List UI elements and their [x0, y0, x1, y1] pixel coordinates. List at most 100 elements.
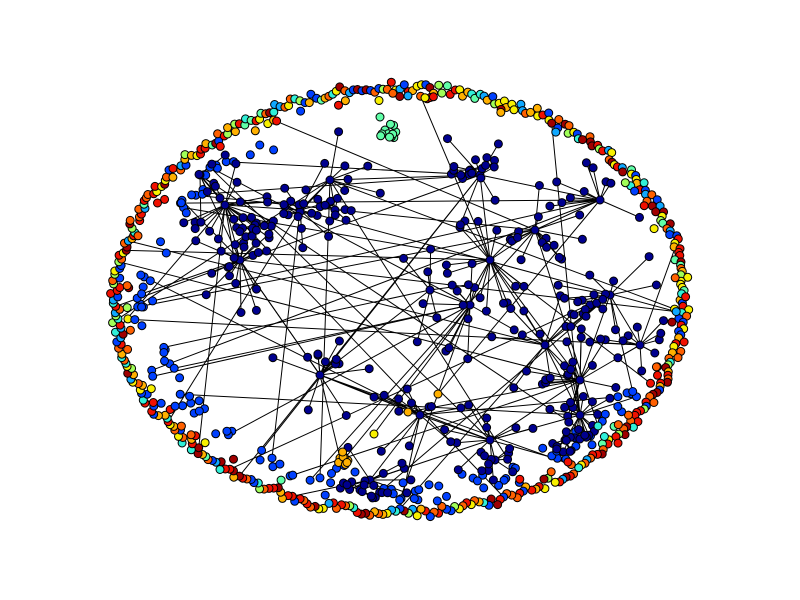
- leaf-node: [369, 429, 379, 439]
- graph-edge: [489, 259, 504, 304]
- leaf-node: [492, 225, 502, 235]
- cluster-node: [376, 131, 386, 141]
- leaf-node: [564, 417, 574, 427]
- leaf-node: [453, 465, 463, 475]
- leaf-node: [441, 260, 451, 270]
- leaf-node: [359, 480, 369, 490]
- leaf-node: [575, 210, 585, 220]
- graph-edge: [609, 294, 641, 346]
- inner-node: [137, 289, 147, 299]
- leaf-node: [280, 183, 290, 193]
- leaf-node: [475, 293, 485, 303]
- leaf-node: [433, 389, 443, 399]
- leaf-node: [565, 193, 575, 203]
- graph-edge: [152, 199, 601, 302]
- rim-node: [156, 398, 166, 408]
- rim-node: [515, 474, 525, 484]
- graph-edge: [544, 326, 567, 346]
- leaf-node: [190, 224, 200, 234]
- hub-node: [325, 175, 335, 185]
- leaf-node: [230, 240, 240, 250]
- leaf-node: [303, 352, 313, 362]
- leaf-node: [202, 187, 212, 197]
- leaf-node: [320, 158, 330, 168]
- inner-node: [145, 276, 155, 286]
- leaf-node: [397, 458, 407, 468]
- leaf-node: [369, 481, 379, 490]
- leaf-node: [650, 348, 660, 358]
- hub-node: [485, 255, 495, 265]
- leaf-node: [334, 127, 344, 137]
- inner-node: [395, 495, 405, 505]
- inner-node: [156, 237, 165, 247]
- rim-node: [630, 186, 640, 196]
- inner-node: [137, 321, 147, 331]
- graph-edge: [292, 479, 371, 497]
- leaf-node: [205, 226, 215, 236]
- leaf-node: [554, 252, 564, 262]
- rim-node: [679, 337, 689, 347]
- graph-edge: [180, 393, 581, 416]
- leaf-node: [609, 276, 619, 286]
- leaf-node: [471, 155, 480, 165]
- leaf-node: [581, 158, 591, 168]
- graph-edge: [459, 174, 481, 225]
- graph-edge: [163, 289, 431, 348]
- rim-node: [539, 474, 549, 484]
- leaf-node: [394, 394, 404, 404]
- rim-node: [509, 105, 519, 115]
- leaf-node: [545, 373, 555, 383]
- leaf-node: [522, 366, 531, 376]
- leaf-node: [456, 403, 466, 413]
- inner-node: [178, 401, 188, 411]
- inner-node: [137, 302, 147, 312]
- leaf-node: [406, 475, 416, 485]
- inner-node: [161, 248, 171, 258]
- graph-edge: [329, 179, 675, 310]
- graph-edge: [239, 259, 677, 313]
- graph-edge: [579, 396, 637, 416]
- leaf-node: [210, 181, 220, 191]
- leaf-node: [552, 177, 562, 187]
- leaf-node: [487, 332, 497, 342]
- graph-edge: [520, 229, 536, 260]
- graph-edge: [534, 185, 540, 231]
- leaf-node: [566, 322, 576, 331]
- leaf-node: [191, 236, 201, 246]
- hub-node: [575, 410, 585, 420]
- leaf-node: [611, 383, 621, 392]
- leaf-node: [463, 314, 473, 324]
- leaf-node: [229, 214, 239, 224]
- cluster-node: [342, 458, 352, 467]
- leaf-node: [379, 390, 389, 400]
- inner-node: [176, 198, 186, 208]
- graph-edge: [567, 373, 581, 416]
- rim-node: [223, 123, 233, 133]
- rim-node: [620, 178, 630, 188]
- graph-edge: [489, 259, 651, 384]
- leaf-node: [611, 325, 620, 335]
- leaf-node: [656, 328, 666, 338]
- graph-edge: [448, 304, 471, 349]
- leaf-node: [251, 225, 261, 235]
- rim-node: [125, 215, 135, 225]
- rim-node: [403, 91, 413, 101]
- inner-node: [327, 469, 336, 478]
- leaf-node: [279, 209, 289, 219]
- leaf-node: [490, 195, 500, 205]
- graph-edge: [579, 337, 582, 381]
- leaf-node: [659, 316, 668, 326]
- leaf-node: [375, 188, 385, 198]
- leaf-node: [511, 423, 521, 433]
- inner-node: [175, 373, 185, 383]
- rim-node: [250, 126, 260, 136]
- rim-node: [186, 430, 196, 440]
- leaf-node: [440, 425, 450, 435]
- rim-node: [574, 463, 584, 473]
- rim-node: [386, 77, 396, 87]
- inner-node: [211, 429, 221, 439]
- hub-node: [595, 195, 605, 205]
- leaf-node: [508, 467, 518, 477]
- rim-node: [160, 194, 170, 204]
- graph-edge: [399, 344, 546, 510]
